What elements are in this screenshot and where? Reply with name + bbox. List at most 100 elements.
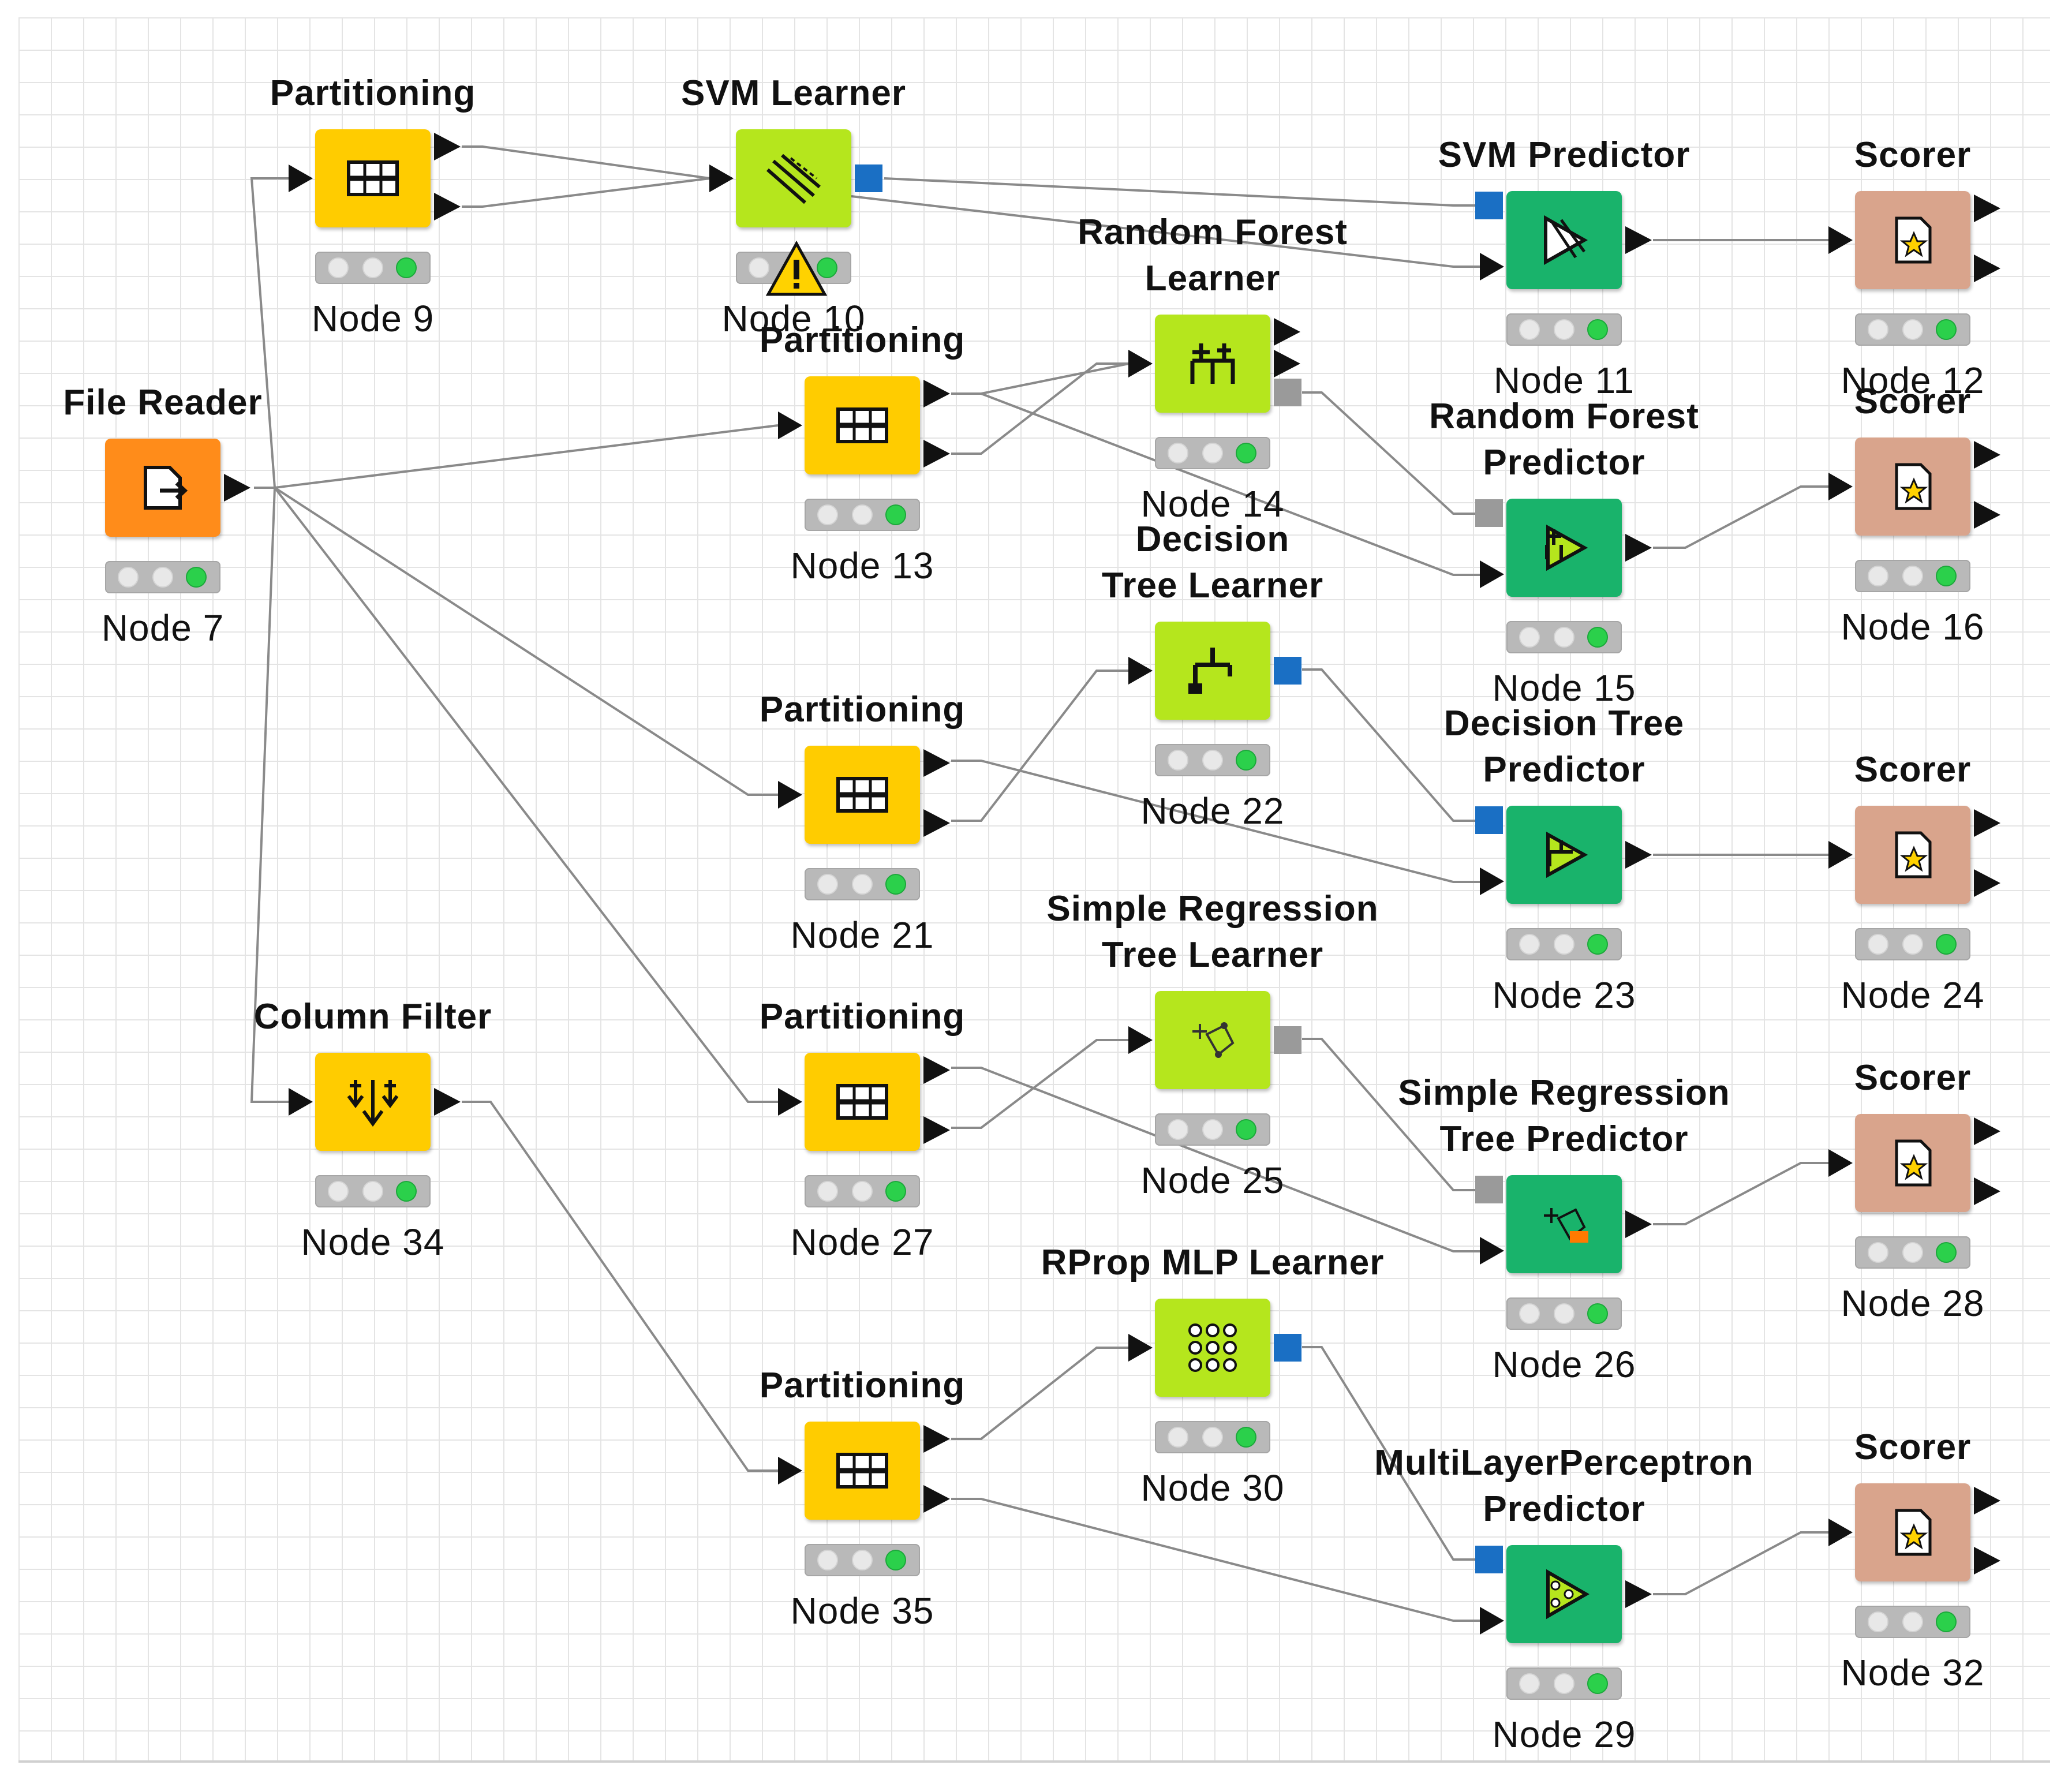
output-port[interactable]: [923, 440, 950, 468]
output-port[interactable]: [1974, 1547, 2000, 1575]
output-port[interactable]: [1625, 1210, 1652, 1238]
output-port[interactable]: [923, 380, 950, 407]
input-port[interactable]: [1128, 657, 1153, 685]
input-port[interactable]: [1128, 1026, 1153, 1054]
scorer-node-body[interactable]: [1828, 1483, 2000, 1581]
input-port[interactable]: [778, 781, 802, 809]
input-port[interactable]: [1480, 1237, 1504, 1265]
input-port[interactable]: [778, 412, 802, 439]
output-port[interactable]: [1974, 441, 2000, 469]
reader-node-body[interactable]: [105, 439, 250, 537]
input-port[interactable]: [1475, 806, 1503, 834]
predictor-node-body[interactable]: [1475, 1545, 1652, 1643]
predictor-node-body[interactable]: [1475, 191, 1652, 289]
output-port[interactable]: [1274, 1026, 1301, 1054]
input-port[interactable]: [1828, 1149, 1853, 1177]
output-port[interactable]: [434, 133, 461, 160]
input-port[interactable]: [1828, 1519, 1853, 1546]
input-port[interactable]: [1128, 1334, 1153, 1362]
learner-node-body[interactable]: [1128, 315, 1301, 413]
output-port[interactable]: [1974, 501, 2000, 529]
output-port[interactable]: [1625, 534, 1652, 562]
input-port[interactable]: [1828, 473, 1853, 500]
partitioning-node-body[interactable]: [289, 1053, 461, 1151]
output-port[interactable]: [1274, 1334, 1301, 1362]
output-port[interactable]: [1974, 195, 2000, 222]
input-port[interactable]: [1480, 560, 1504, 588]
predictor-node-body[interactable]: [1475, 806, 1652, 904]
input-port[interactable]: [1828, 226, 1853, 254]
output-port[interactable]: [1625, 226, 1652, 254]
partitioning-node-body[interactable]: [778, 376, 950, 474]
partitioning-node-body[interactable]: [289, 129, 461, 227]
learner-node-body[interactable]: [1128, 991, 1301, 1089]
scorer-node-body[interactable]: [1828, 806, 2000, 904]
output-port[interactable]: [1625, 841, 1652, 869]
input-port[interactable]: [289, 1088, 313, 1116]
output-port[interactable]: [1974, 1117, 2000, 1145]
output-port[interactable]: [855, 164, 882, 192]
input-port[interactable]: [289, 164, 313, 192]
output-port[interactable]: [1974, 1487, 2000, 1515]
output-port[interactable]: [923, 1056, 950, 1084]
input-port[interactable]: [1480, 253, 1504, 281]
output-port[interactable]: [1274, 657, 1301, 685]
predictor-node-body[interactable]: [1475, 1175, 1652, 1273]
output-port[interactable]: [923, 1425, 950, 1453]
output-port[interactable]: [434, 1088, 461, 1116]
learner-node-body[interactable]: [1128, 622, 1301, 720]
warning-icon[interactable]: [765, 240, 828, 298]
output-port[interactable]: [1274, 318, 1300, 346]
input-port[interactable]: [1475, 1546, 1503, 1573]
input-port[interactable]: [1475, 499, 1503, 527]
input-port[interactable]: [1828, 841, 1853, 869]
predictor-node-body[interactable]: [1475, 499, 1652, 597]
output-port[interactable]: [923, 1116, 950, 1144]
output-port[interactable]: [1274, 350, 1300, 377]
partitioning-node-body[interactable]: [778, 746, 950, 844]
input-port[interactable]: [1480, 1607, 1504, 1635]
output-port[interactable]: [1274, 379, 1301, 406]
output-port[interactable]: [923, 809, 950, 837]
output-port[interactable]: [923, 1485, 950, 1513]
output-port[interactable]: [1974, 1177, 2000, 1205]
input-port[interactable]: [1128, 350, 1153, 377]
output-port[interactable]: [434, 193, 461, 220]
scorer-node-body[interactable]: [1828, 1114, 2000, 1212]
input-port[interactable]: [1480, 867, 1504, 895]
output-port[interactable]: [1974, 869, 2000, 897]
partitioning-node-body[interactable]: [778, 1422, 950, 1520]
workflow-canvas[interactable]: [18, 17, 2050, 1763]
output-port[interactable]: [1974, 809, 2000, 837]
output-port[interactable]: [1974, 255, 2000, 282]
output-port[interactable]: [1625, 1580, 1652, 1608]
output-port[interactable]: [923, 749, 950, 777]
output-port[interactable]: [224, 474, 250, 502]
partitioning-node-body[interactable]: [778, 1053, 950, 1151]
learner-node-body[interactable]: [1128, 1299, 1301, 1397]
input-port[interactable]: [709, 164, 734, 192]
scorer-node-body[interactable]: [1828, 437, 2000, 536]
input-port[interactable]: [778, 1088, 802, 1116]
